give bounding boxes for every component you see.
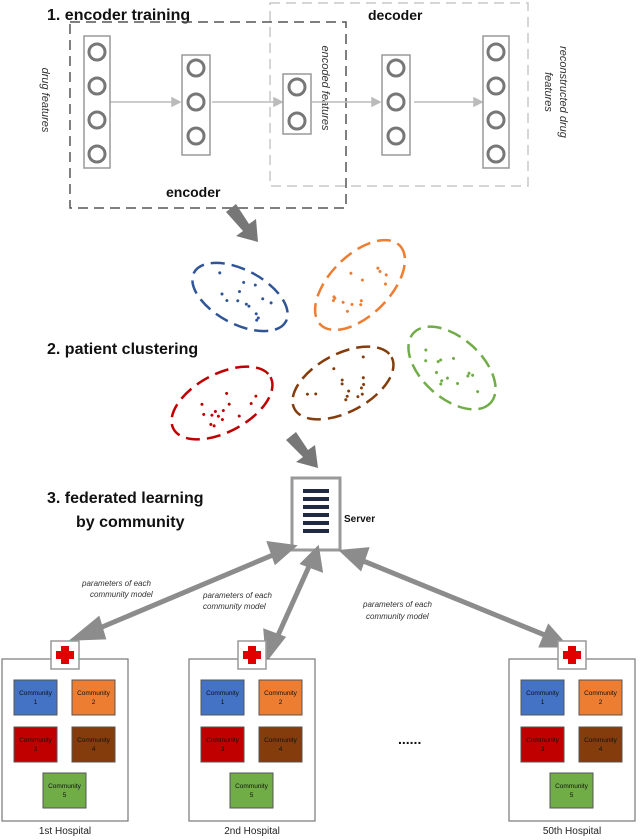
community-number: 5: [63, 792, 67, 799]
layer-hidden-2: [381, 54, 411, 156]
community-number: 2: [92, 699, 96, 706]
layer-hidden-1: [181, 54, 211, 156]
hospital-name: 50th Hospital: [543, 826, 601, 837]
layer-arrows: [110, 96, 484, 108]
community-number: 1: [34, 699, 38, 706]
hospital-name: 1st Hospital: [39, 826, 91, 837]
param-label-left-1: parameters of each: [81, 579, 151, 588]
community-1: Community 1: [200, 679, 245, 716]
community-label: Community: [19, 690, 53, 697]
community-4: Community 4: [71, 726, 116, 763]
community-label: Community: [264, 690, 298, 697]
section-patient-clustering-title: 2. patient clustering: [47, 341, 198, 358]
community-2: Community 2: [258, 679, 303, 716]
cluster-4: [170, 365, 274, 441]
decoder-box: [269, 2, 529, 187]
encoder-label: encoder: [166, 184, 221, 200]
community-4: Community 4: [258, 726, 303, 763]
section-encoder-training-title: 1. encoder training: [47, 7, 190, 24]
flow-arrow-2: [286, 432, 318, 468]
community-number: 2: [279, 699, 283, 706]
community-number: 5: [250, 792, 254, 799]
cluster-1: [191, 261, 289, 333]
cluster-2: [313, 238, 407, 332]
cluster-3: [407, 325, 497, 411]
hospital-cross-icon: [237, 640, 267, 670]
reconstructed-features-label-2: features: [542, 72, 554, 112]
drug-features-label: drug features: [39, 68, 51, 133]
encoded-features-label: encoded features: [319, 45, 331, 131]
hospital-1: Community1Community2Community3Community4…: [1, 640, 129, 837]
hospitals: Community1Community2Community3Community4…: [1, 640, 636, 837]
community-number: 4: [92, 746, 96, 753]
server-icon: [290, 476, 342, 552]
layer-input: [83, 35, 111, 169]
flow-arrow-1: [226, 204, 258, 242]
community-label: Community: [206, 737, 240, 744]
community-label: Community: [235, 783, 269, 790]
param-arrows: [68, 540, 570, 663]
cluster-5: [291, 345, 395, 421]
section-federated-title-1: 3. federated learning: [47, 490, 204, 507]
community-label: Community: [526, 737, 560, 744]
community-number: 3: [541, 746, 545, 753]
community-1: Community 1: [520, 679, 565, 716]
community-label: Community: [48, 783, 82, 790]
community-2: Community 2: [578, 679, 623, 716]
param-label-middle-2: community model: [203, 602, 266, 611]
param-label-right-2: community model: [366, 612, 429, 621]
decoder-label: decoder: [368, 7, 423, 23]
community-label: Community: [264, 737, 298, 744]
section-federated-title-2: by community: [76, 514, 185, 531]
reconstructed-features-label-1: reconstructed drug: [557, 46, 569, 139]
community-label: Community: [19, 737, 53, 744]
community-5: Community 5: [42, 772, 87, 809]
community-label: Community: [77, 737, 111, 744]
ellipsis-dots: ......: [398, 731, 421, 747]
community-1: Community 1: [13, 679, 58, 716]
server-label: Server: [344, 514, 375, 525]
community-2: Community 2: [71, 679, 116, 716]
community-label: Community: [77, 690, 111, 697]
community-label: Community: [526, 690, 560, 697]
hospital-name: 2nd Hospital: [224, 826, 280, 837]
community-number: 3: [221, 746, 225, 753]
community-label: Community: [584, 690, 618, 697]
hospital-cross-icon: [50, 640, 80, 670]
param-label-right-1: parameters of each: [362, 600, 432, 609]
community-5: Community 5: [229, 772, 274, 809]
community-number: 1: [541, 699, 545, 706]
layer-output: [482, 35, 510, 169]
community-label: Community: [584, 737, 618, 744]
community-number: 5: [570, 792, 574, 799]
community-number: 4: [599, 746, 603, 753]
community-number: 3: [34, 746, 38, 753]
community-label: Community: [206, 690, 240, 697]
param-label-middle-1: parameters of each: [202, 591, 272, 600]
community-5: Community 5: [549, 772, 594, 809]
community-3: Community 3: [520, 726, 565, 763]
community-3: Community 3: [200, 726, 245, 763]
community-label: Community: [555, 783, 589, 790]
hospital-2: Community1Community2Community3Community4…: [188, 640, 316, 837]
community-number: 4: [279, 746, 283, 753]
encoder-box: [69, 21, 347, 209]
community-3: Community 3: [13, 726, 58, 763]
community-number: 1: [221, 699, 225, 706]
community-number: 2: [599, 699, 603, 706]
clusters: [170, 238, 497, 441]
param-label-left-2: community model: [90, 590, 153, 599]
hospital-3: Community1Community2Community3Community4…: [508, 640, 636, 837]
layer-encoded: [282, 73, 312, 135]
community-4: Community 4: [578, 726, 623, 763]
hospital-cross-icon: [557, 640, 587, 670]
